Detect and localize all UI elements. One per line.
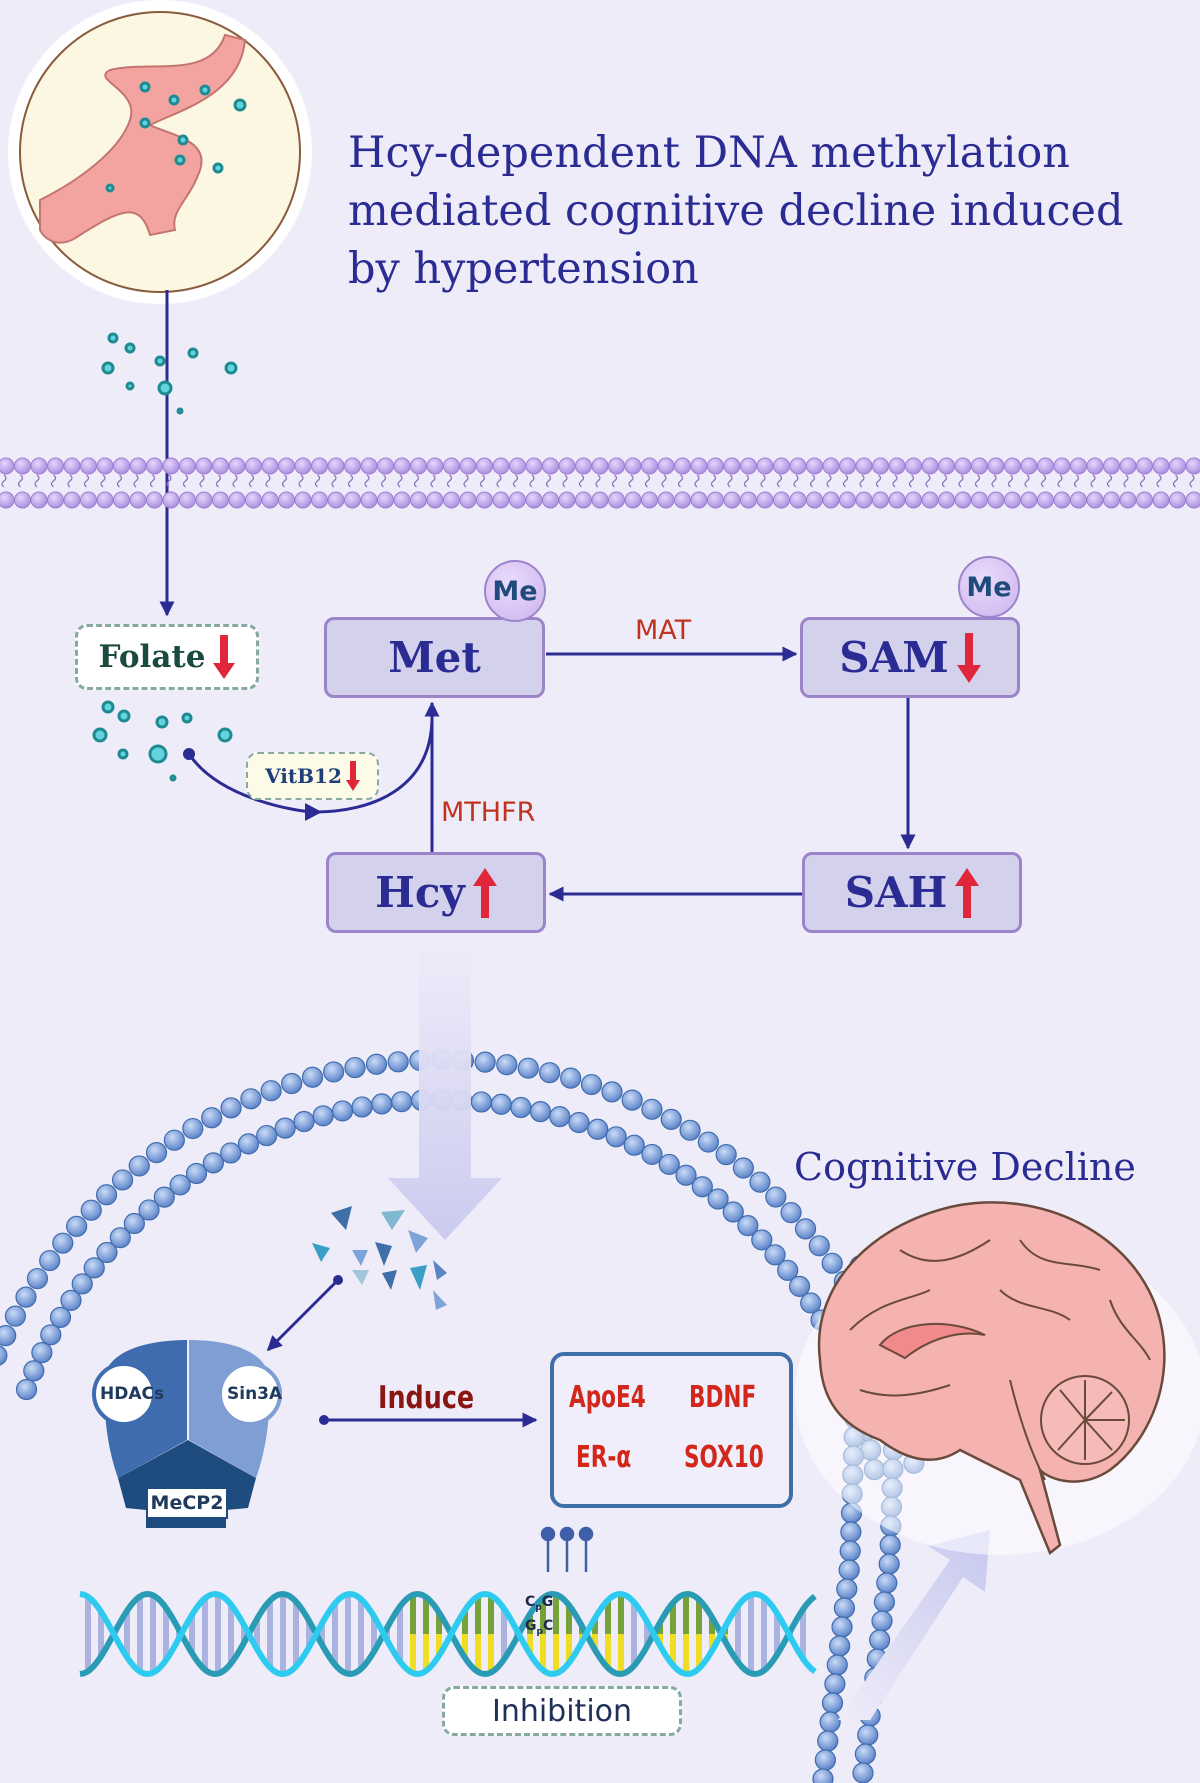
mecp2-label: MeCP2 bbox=[150, 1492, 224, 1514]
sin3a-label: Sin3A bbox=[227, 1384, 283, 1404]
arrow-up-icon bbox=[955, 867, 980, 918]
title-line: Hcy-dependent DNA methylation bbox=[348, 128, 1070, 178]
sam-node: SAM bbox=[800, 617, 1020, 698]
title-line: by hypertension bbox=[348, 244, 699, 294]
sam-label: SAM bbox=[839, 633, 949, 682]
inhibition-box: Inhibition bbox=[442, 1686, 682, 1736]
nutrient-dots bbox=[101, 332, 238, 415]
intestine-icon bbox=[8, 0, 312, 304]
cognitive-decline-label: Cognitive Decline bbox=[794, 1145, 1136, 1189]
dna-helix bbox=[79, 1590, 817, 1678]
gpc-phosphate: p bbox=[536, 1626, 543, 1637]
gene-label: BDNF bbox=[689, 1380, 757, 1415]
gpc-base: C bbox=[542, 1618, 554, 1634]
brain-icon bbox=[795, 1201, 1200, 1556]
target-genes-box: ApoE4 BDNF ER-α SOX10 bbox=[550, 1352, 793, 1508]
methyl-badge-label: Me bbox=[966, 571, 1012, 603]
cpg-phosphate: p bbox=[535, 1602, 542, 1613]
inhibition-label: Inhibition bbox=[491, 1693, 633, 1729]
sah-label: SAH bbox=[844, 868, 948, 917]
gpc-base: G bbox=[525, 1618, 537, 1634]
gene-label: SOX10 bbox=[684, 1440, 764, 1475]
arrow-down-icon bbox=[213, 635, 236, 679]
folate-dots bbox=[92, 700, 233, 782]
methyl-fragments bbox=[312, 1206, 447, 1310]
met-label: Met bbox=[388, 633, 481, 682]
methyl-badge: Me bbox=[958, 556, 1020, 618]
arrow-down-icon bbox=[345, 761, 360, 791]
met-node: Met bbox=[324, 617, 545, 698]
hcy-node: Hcy bbox=[326, 852, 546, 933]
arrow-up-icon bbox=[472, 867, 497, 918]
arrow-down-icon bbox=[956, 632, 981, 683]
fragment-to-complex-arrow bbox=[266, 1275, 343, 1352]
mthfr-enzyme-label: MTHFR bbox=[441, 797, 536, 828]
cpg-base: G bbox=[541, 1594, 554, 1610]
vitb12-label: VitB12 bbox=[265, 764, 342, 788]
induce-label: Induce bbox=[378, 1380, 475, 1416]
mat-enzyme-label: MAT bbox=[635, 615, 692, 646]
mecp2-complex bbox=[92, 1340, 282, 1528]
vitb12-box: VitB12 bbox=[246, 752, 379, 800]
methyl-badge-label: Me bbox=[492, 575, 538, 607]
gpc-label: GpC bbox=[525, 1618, 553, 1637]
methyl-badge: Me bbox=[484, 560, 546, 622]
hcy-label: Hcy bbox=[375, 868, 465, 917]
cpg-base: C bbox=[525, 1594, 536, 1610]
folate-label: Folate bbox=[98, 639, 206, 675]
outcome-arrow bbox=[838, 1530, 990, 1720]
sah-node: SAH bbox=[802, 852, 1022, 933]
title-line: mediated cognitive decline induced bbox=[348, 186, 1124, 236]
induce-arrow bbox=[319, 1412, 538, 1428]
gene-label: ApoE4 bbox=[569, 1380, 646, 1415]
vitb12-conversion-arrow bbox=[183, 719, 434, 821]
cpg-label: CpG bbox=[525, 1594, 553, 1613]
hdacs-label: HDACs bbox=[100, 1384, 165, 1404]
diagram-title: Hcy-dependent DNA methylation mediated c… bbox=[348, 124, 1168, 298]
cell-membrane bbox=[0, 457, 1200, 509]
gene-label: ER-α bbox=[576, 1440, 632, 1475]
translocation-arrow bbox=[388, 940, 502, 1240]
folate-box: Folate bbox=[75, 624, 259, 690]
methyl-group-markers bbox=[540, 1526, 594, 1572]
